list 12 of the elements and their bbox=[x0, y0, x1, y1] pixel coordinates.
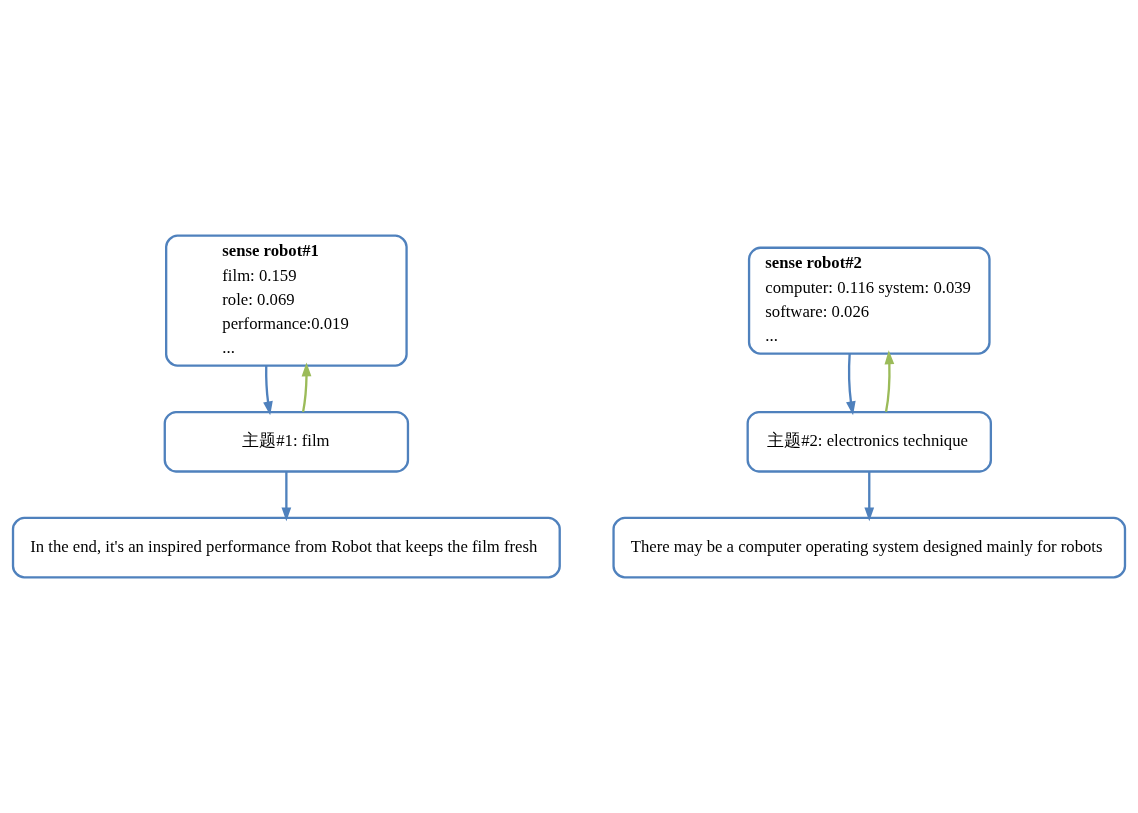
node-box: sense robot#2 computer: 0.116 system: 0.039 software: 0.026 ... bbox=[747, 246, 991, 355]
node-box: There may be a computer operating system designed mainly for robots bbox=[612, 516, 1127, 579]
arrow bbox=[864, 471, 875, 522]
arrow bbox=[281, 471, 292, 522]
node-box: 主题#1: film bbox=[163, 410, 410, 473]
node-box: In the end, it's an inspired performance from Robot that keeps the film fresh bbox=[11, 516, 561, 579]
arrow bbox=[884, 350, 895, 412]
node-box: 主题#2: electronics technique bbox=[746, 410, 992, 473]
node-box: sense robot#1 film: 0.159 role: 0.069 performance:0.019 ... bbox=[165, 234, 408, 367]
arrow bbox=[846, 353, 856, 416]
arrow bbox=[301, 362, 312, 413]
arrow bbox=[263, 365, 273, 416]
